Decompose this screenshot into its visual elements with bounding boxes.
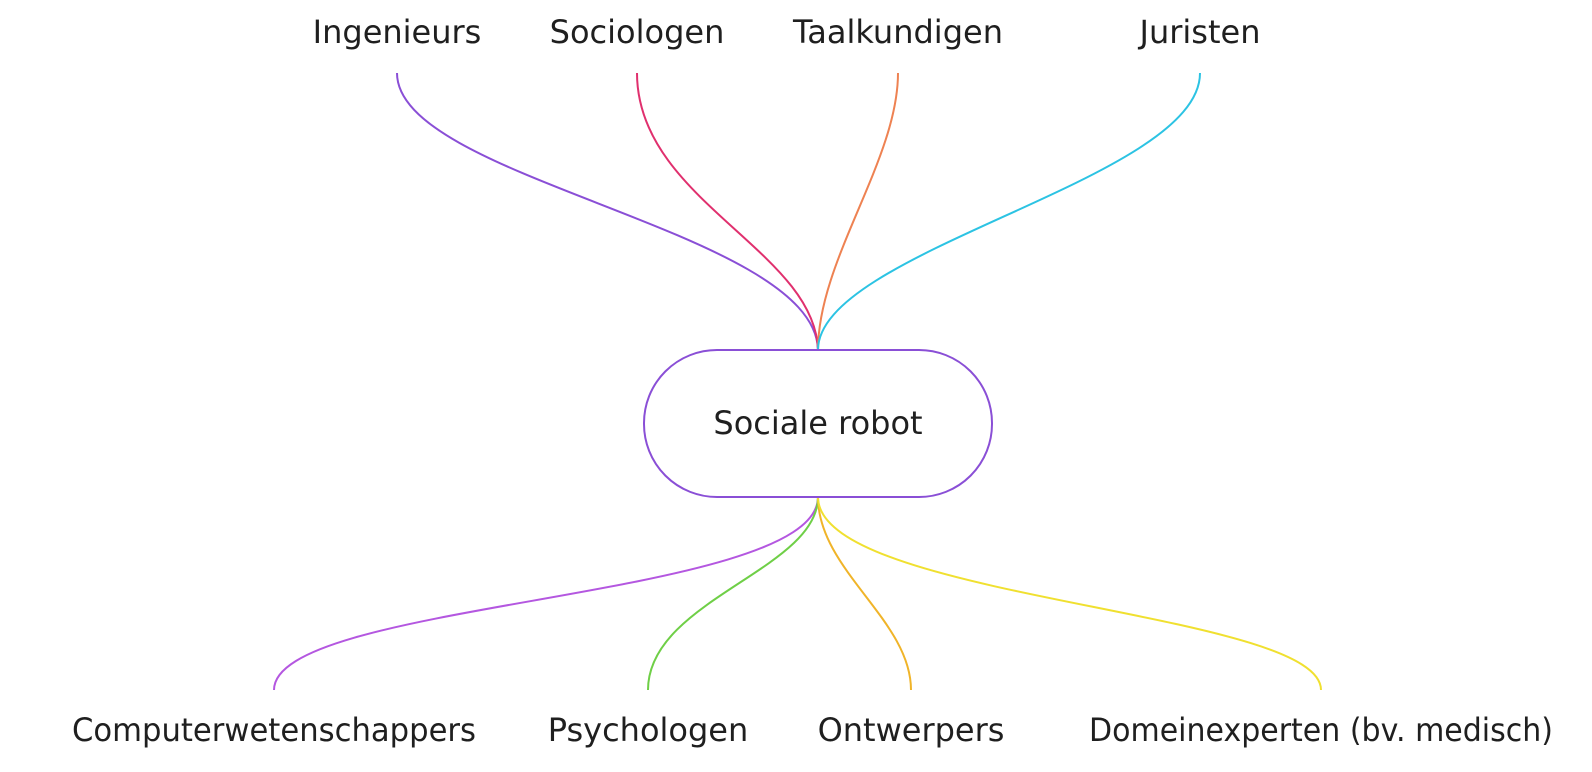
label-computerwetenschappers: Computerwetenschappers (72, 711, 476, 749)
connector-computerwetenschappers (273, 496, 819, 691)
label-domeinexperten: Domeinexperten (bv. medisch) (1089, 711, 1553, 749)
connector-psychologen (647, 496, 819, 691)
label-juristen: Juristen (1138, 13, 1261, 51)
label-ontwerpers: Ontwerpers (818, 711, 1005, 749)
connector-ingenieurs (396, 72, 819, 351)
connector-sociologen (636, 72, 819, 351)
connector-ontwerpers (817, 496, 912, 691)
label-sociologen: Sociologen (550, 13, 725, 51)
center-node (643, 349, 993, 498)
label-ingenieurs: Ingenieurs (313, 13, 482, 51)
label-psychologen: Psychologen (548, 711, 749, 749)
center-label: Sociale robot (713, 404, 922, 442)
label-taalkundigen: Taalkundigen (792, 13, 1003, 51)
connector-domeinexperten (817, 496, 1322, 691)
connector-taalkundigen (817, 72, 899, 351)
connector-juristen (817, 72, 1201, 351)
